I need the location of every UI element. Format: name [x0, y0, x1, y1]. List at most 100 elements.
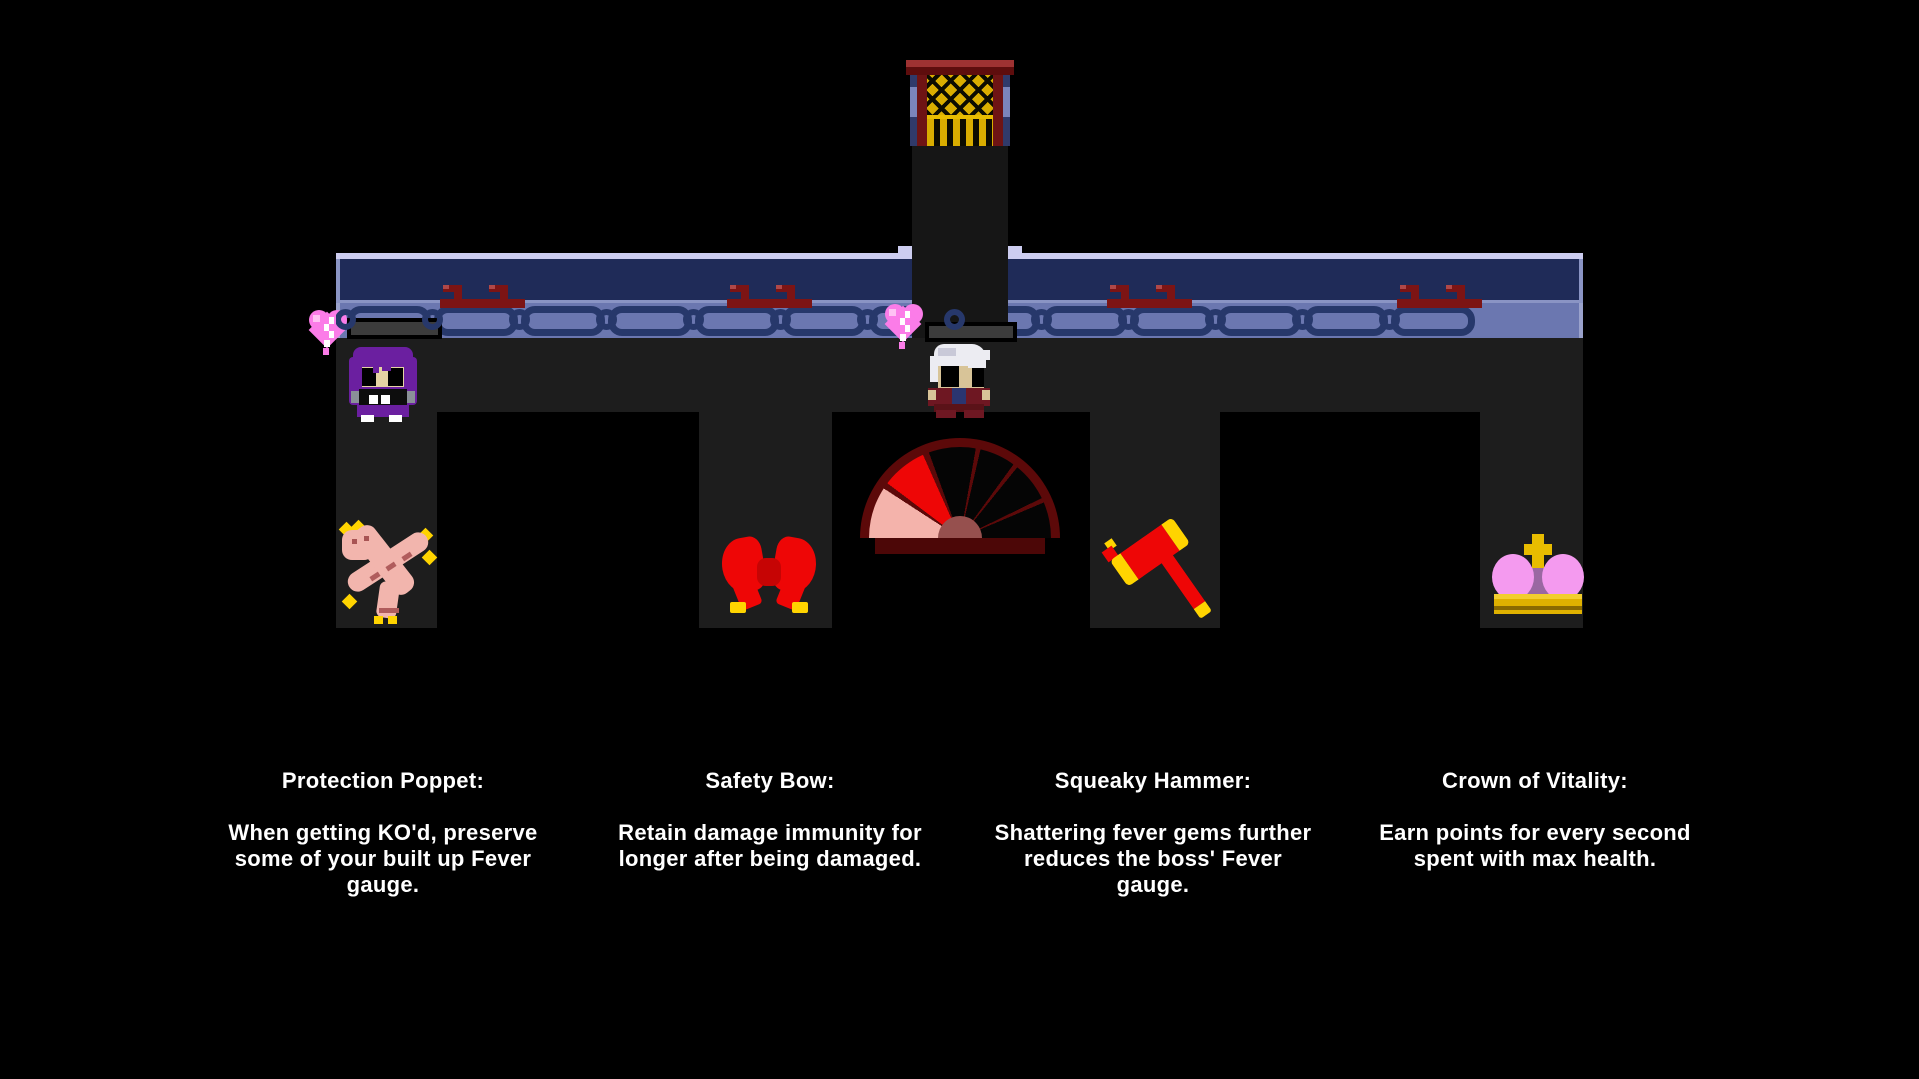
white-haired-character[interactable] [928, 344, 990, 418]
item-description-crown-of-vitality: Crown of Vitality: Earn points for every… [1360, 768, 1710, 872]
bracket-hook [1446, 285, 1465, 301]
hand [982, 390, 990, 400]
heart-crack [900, 334, 906, 341]
protection-poppet-item[interactable] [338, 519, 438, 624]
item-description: Shattering fever gems further reduces th… [994, 820, 1312, 897]
chain-ring [770, 309, 791, 330]
item-description-safety-bow: Safety Bow: Retain damage immunity for l… [595, 768, 945, 872]
gate-grill [927, 75, 993, 146]
fever-fan-gauge [860, 438, 1060, 538]
crown-orb [1492, 554, 1534, 600]
chain-link [608, 306, 692, 336]
heart-crack [905, 325, 910, 332]
item-description: When getting KO'd, preserve some of your… [228, 820, 538, 897]
heart-drip [323, 348, 329, 355]
chain-ring [857, 309, 878, 330]
heart-crack [329, 331, 334, 338]
purple-haired-character[interactable] [349, 347, 417, 422]
item-description-squeaky-hammer: Squeaky Hammer: Shattering fever gems fu… [988, 768, 1318, 898]
poppet-head [342, 530, 374, 560]
chain-link [1391, 306, 1475, 336]
torso-detail [369, 395, 378, 404]
chain-ring [1205, 309, 1226, 330]
item-description: Retain damage immunity for longer after … [618, 820, 922, 871]
bracket-hook [1400, 285, 1419, 301]
gate-pillar [910, 75, 917, 146]
torso-detail [381, 395, 390, 404]
squeaky-hammer-item[interactable] [1101, 517, 1213, 626]
shoe [936, 410, 956, 418]
chain-link [1130, 306, 1214, 336]
gate-rail [927, 115, 993, 119]
bow-tip [730, 602, 746, 613]
shirt [952, 388, 966, 404]
heart-crack [324, 324, 329, 331]
item-title: Squeaky Hammer: [1054, 768, 1252, 793]
sleeve [351, 391, 359, 403]
broken-heart-icon [884, 302, 924, 350]
platform-column [699, 412, 832, 628]
chain-link [1217, 306, 1301, 336]
chain-link [434, 306, 518, 336]
item-title: Protection Poppet: [281, 768, 485, 793]
chain-ring [1118, 309, 1139, 330]
heart-crack [324, 340, 330, 347]
chain-ring [596, 309, 617, 330]
poppet-seam [379, 608, 399, 613]
bracket-bar [727, 299, 812, 308]
chain-ring [944, 309, 965, 330]
gate-lattice [927, 75, 993, 115]
wall-lip [1008, 246, 1022, 254]
torch-bracket-icon [1107, 285, 1192, 308]
chain-ring [509, 309, 530, 330]
bow-tip [792, 602, 808, 613]
chain-link [1043, 306, 1127, 336]
chain-ring [336, 309, 356, 330]
bracket-bar [1397, 299, 1482, 308]
crown-of-vitality-item[interactable] [1492, 534, 1584, 614]
wall-lip [898, 246, 912, 254]
item-title: Crown of Vitality: [1442, 768, 1628, 793]
heart-crack [900, 318, 905, 325]
fan-hub [938, 516, 982, 538]
hair-bang [382, 367, 391, 371]
handle-shaft [1159, 551, 1206, 610]
bracket-hook [1156, 285, 1175, 301]
bracket-hook [776, 285, 795, 301]
bracket-hook [1110, 285, 1129, 301]
item-title: Safety Bow: [705, 768, 835, 793]
crown-cross [1524, 544, 1552, 555]
skirt [357, 405, 409, 417]
torch-bracket-icon [727, 285, 812, 308]
gate-frame-rail [917, 75, 927, 146]
heart-highlight [313, 315, 320, 322]
chain-ring [683, 309, 704, 330]
sleeve [407, 391, 415, 403]
chain-link [695, 306, 779, 336]
bow-knot [757, 558, 781, 586]
item-description: Earn points for every second spent with … [1379, 820, 1691, 871]
bracket-bar [440, 299, 525, 308]
chain-link [782, 306, 866, 336]
poppet-tip [421, 549, 438, 566]
eye [972, 368, 984, 387]
safety-bow-item[interactable] [717, 534, 821, 614]
heart-crack [905, 311, 910, 318]
eye [362, 368, 376, 386]
shoe [964, 410, 984, 418]
poppet-leg [375, 580, 401, 620]
bracket-hook [730, 285, 749, 301]
hair-shade [938, 348, 956, 356]
gate-pillar [1003, 75, 1010, 146]
item-description-protection-poppet: Protection Poppet: When getting KO'd, pr… [208, 768, 558, 898]
heart-drip [899, 342, 905, 349]
poppet-eye [352, 539, 357, 544]
chain-ring [1031, 309, 1052, 330]
torch-bracket-icon [1397, 285, 1482, 308]
chain-link [1304, 306, 1388, 336]
bracket-hook [443, 285, 462, 301]
chain-link [521, 306, 605, 336]
bracket-hook [489, 285, 508, 301]
coat-shadow [934, 404, 984, 412]
